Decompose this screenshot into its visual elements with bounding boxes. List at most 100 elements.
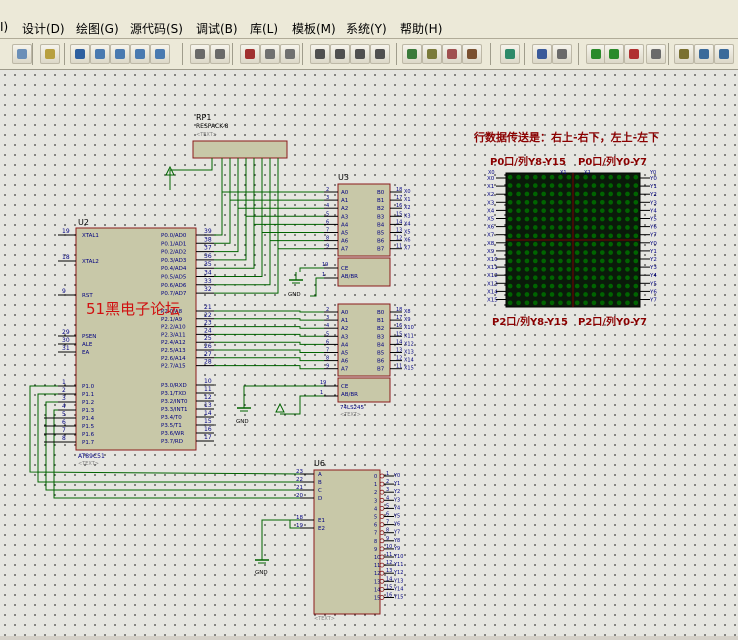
remove-sheet-icon[interactable] — [624, 44, 644, 64]
u6-out-num: 11 — [374, 563, 380, 569]
p1-u6-wire — [29, 385, 301, 475]
zoom-out-icon[interactable] — [110, 44, 130, 64]
menu-item-6[interactable]: 模板(M) — [292, 22, 336, 36]
zoom-all-icon[interactable] — [130, 44, 150, 64]
toolbar-separator — [524, 43, 525, 65]
u2-pin-name: P1.1 — [82, 392, 94, 398]
toolbar-separator — [32, 43, 33, 65]
led-dot — [549, 258, 555, 264]
led-dot — [608, 250, 613, 255]
block-rotate-icon[interactable] — [350, 44, 370, 64]
menu-item-4[interactable]: 调试(B) — [196, 22, 238, 36]
menu-item-0[interactable]: I) — [0, 20, 9, 34]
matrix-top-label: X2 — [584, 170, 591, 176]
u4-pin-num: 14 — [396, 339, 402, 345]
led-dot — [558, 275, 563, 280]
toolbar-separator — [64, 43, 65, 65]
u6-enable-wire — [261, 519, 300, 552]
led-dot — [516, 200, 521, 205]
menu-item-1[interactable]: 设计(D) — [22, 22, 65, 36]
u3-pin-name: B5 — [377, 231, 385, 237]
netlist-icon[interactable] — [714, 44, 734, 64]
block-copy-icon[interactable] — [310, 44, 330, 64]
led-dot — [583, 216, 588, 222]
matrix-col-label: Y7 — [649, 298, 657, 304]
u6-out-bubble — [379, 546, 385, 552]
u3-pin-name: A2 — [341, 206, 348, 212]
led-dot — [541, 275, 546, 280]
led-dot — [583, 208, 588, 213]
led-dot — [507, 283, 513, 289]
pick-device-icon[interactable] — [402, 44, 422, 64]
u2-pin-name: P3.5/T1 — [161, 423, 182, 429]
copy-icon[interactable] — [260, 44, 280, 64]
menu-item-7[interactable]: 系统(Y) — [346, 22, 387, 36]
led-dot — [616, 283, 622, 289]
led-dot — [608, 191, 613, 197]
exit-sheet-icon[interactable] — [646, 44, 666, 64]
search-icon[interactable] — [532, 44, 552, 64]
led-dot — [566, 267, 572, 272]
matrix-top-label: X1 — [560, 170, 567, 176]
wire-autorouter-icon[interactable] — [500, 44, 520, 64]
make-device-icon[interactable] — [422, 44, 442, 64]
cut-icon[interactable] — [240, 44, 260, 64]
u4-out-label: X9 — [404, 317, 411, 323]
erc-icon[interactable] — [694, 44, 714, 64]
undo-icon[interactable] — [190, 44, 210, 64]
packaging-icon[interactable] — [442, 44, 462, 64]
property-tool-icon[interactable] — [552, 44, 572, 64]
led-dot — [574, 174, 580, 180]
u6-out-label: Y4 — [393, 505, 400, 511]
menu-item-2[interactable]: 绘图(G) — [76, 22, 119, 36]
menu-item-3[interactable]: 源代码(S) — [130, 22, 183, 36]
led-dot — [524, 200, 530, 205]
zoom-area-icon[interactable] — [150, 44, 170, 64]
u6-ref: U6 — [314, 459, 325, 468]
matrix-col-label: Y3 — [649, 265, 657, 271]
u4-pin-num: 8 — [326, 356, 329, 362]
u2-ref: U2 — [78, 218, 89, 227]
led-dot — [591, 283, 597, 289]
led-dot — [583, 283, 588, 289]
u2-type: AT89C51 — [78, 453, 105, 460]
u3-pin-name: A6 — [341, 239, 349, 245]
matrix-col-label: Y1 — [649, 249, 657, 255]
led-dot — [524, 183, 530, 188]
u2-pin-num: 35 — [204, 261, 212, 268]
paste-icon[interactable] — [280, 44, 300, 64]
led-dot — [507, 200, 513, 205]
matrix-col-label: Y7 — [649, 233, 657, 239]
led-dot — [541, 233, 546, 239]
menu-item-8[interactable]: 帮助(H) — [400, 22, 443, 36]
u6-out-bubble — [379, 481, 385, 487]
bom-icon[interactable] — [674, 44, 694, 64]
matrix-col-label: Y4 — [649, 208, 657, 214]
led-dot — [591, 225, 597, 230]
new-sheet-icon[interactable] — [586, 44, 606, 64]
block-move-icon[interactable] — [330, 44, 350, 64]
origin-icon[interactable] — [40, 44, 60, 64]
block-delete-icon[interactable] — [370, 44, 390, 64]
led-dot — [591, 233, 597, 239]
u6-out-bubble — [379, 522, 385, 528]
menu-item-5[interactable]: 库(L) — [250, 22, 279, 36]
redo-icon[interactable] — [210, 44, 230, 64]
grid-icon[interactable] — [12, 44, 32, 64]
u4-pin-name: B4 — [377, 342, 385, 348]
p2-bus-wire — [214, 318, 324, 321]
led-dot — [616, 174, 622, 180]
u3-out-label: X1 — [404, 197, 411, 203]
led-dot — [566, 258, 572, 264]
led-dot — [608, 283, 613, 289]
u2-pin-name: P2.3/A11 — [161, 332, 186, 338]
zoom-in-icon[interactable] — [90, 44, 110, 64]
add-sheet-icon[interactable] — [604, 44, 624, 64]
u2-pin-num: 4 — [62, 403, 66, 410]
pan-icon[interactable] — [70, 44, 90, 64]
u3-ctrl-body — [337, 257, 391, 287]
matrix-row-label: X4 — [487, 208, 495, 214]
decompose-icon[interactable] — [462, 44, 482, 64]
